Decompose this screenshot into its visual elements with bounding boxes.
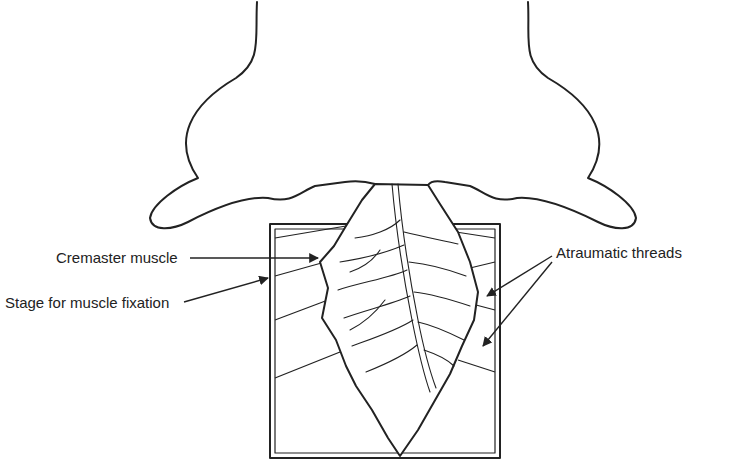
part-label: Cremaster muscle [56, 249, 178, 267]
cremaster-muscle [320, 184, 478, 456]
leader-lines [184, 256, 552, 346]
part-label: Atraumatic threads [556, 244, 682, 262]
body-outline [428, 2, 636, 228]
blood-vessels [338, 184, 470, 392]
body-outline [150, 2, 375, 228]
part-label: Stage for muscle fixation [5, 294, 169, 312]
